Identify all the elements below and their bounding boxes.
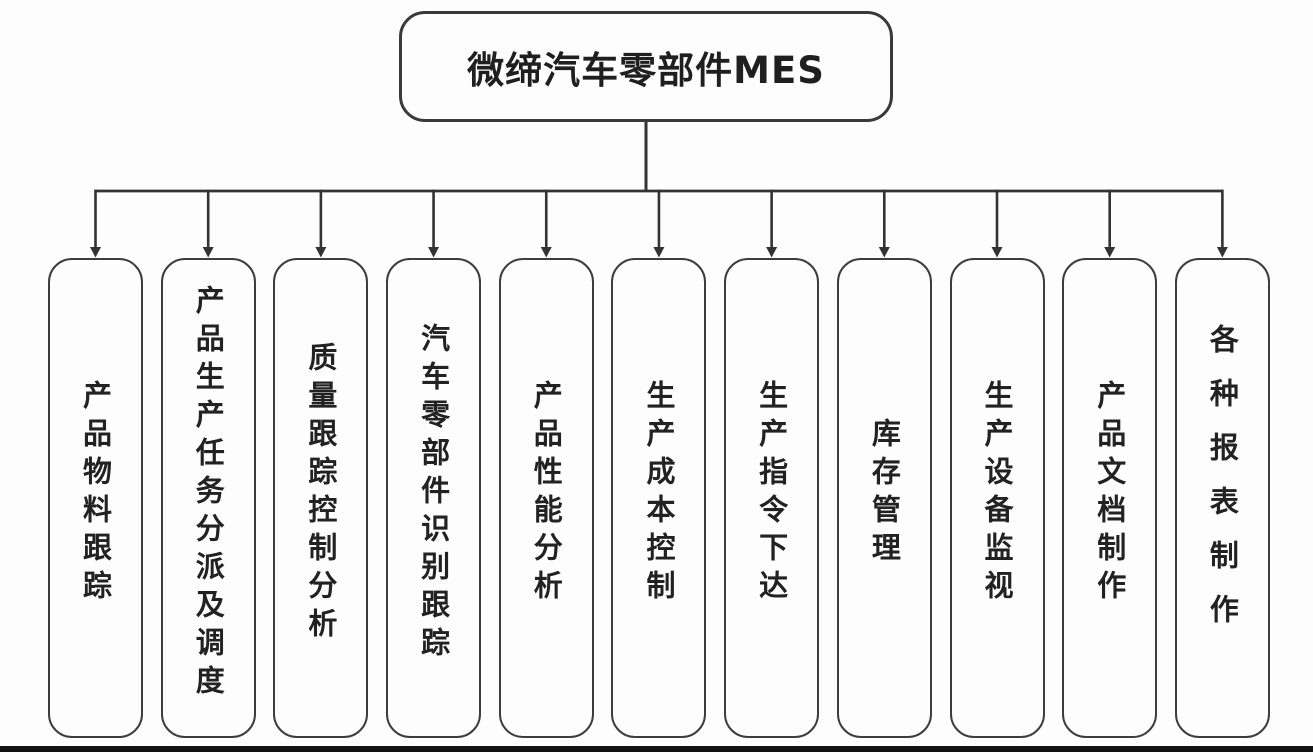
child-node-label: 各种报表制作 (1205, 324, 1240, 648)
child-node-inventory-management: 库存管理 (836, 258, 932, 738)
child-node-production-equipment-monitoring: 生产设备监视 (949, 258, 1045, 738)
root-node-label: 微缔汽车零部件MES (467, 48, 825, 92)
child-node-label: 库存管理 (867, 418, 902, 570)
child-node-label: 生产设备监视 (980, 380, 1014, 608)
bottom-border-line (0, 746, 1313, 752)
child-node-quality-tracking-control-analysis: 质量跟踪控制分析 (273, 258, 369, 738)
children-row: 产品物料跟踪 产品生产任务分派及调度 质量跟踪控制分析 汽车零部件识别跟踪 产品… (48, 258, 1270, 738)
child-node-label: 汽车零部件识别跟踪 (416, 323, 451, 665)
child-node-label: 产品生产任务分派及调度 (191, 285, 226, 703)
child-node-production-cost-control: 生产成本控制 (611, 258, 707, 738)
child-node-product-performance-analysis: 产品性能分析 (498, 258, 594, 738)
child-node-production-task-dispatch-scheduling: 产品生产任务分派及调度 (160, 258, 256, 738)
child-node-label: 产品文档制作 (1092, 380, 1127, 608)
child-node-auto-parts-identification-tracking: 汽车零部件识别跟踪 (386, 258, 482, 738)
child-node-product-document-creation: 产品文档制作 (1062, 258, 1158, 738)
child-node-label: 生产指令下达 (754, 380, 789, 608)
child-node-production-order-issuing: 生产指令下达 (724, 258, 820, 738)
child-node-label: 产品性能分析 (529, 380, 564, 608)
child-node-label: 生产成本控制 (641, 380, 676, 608)
child-node-product-material-tracking: 产品物料跟踪 (48, 258, 143, 738)
child-node-label: 产品物料跟踪 (78, 380, 113, 608)
child-node-label: 质量跟踪控制分析 (303, 342, 338, 646)
root-node-mes: 微缔汽车零部件MES (399, 11, 893, 122)
child-node-report-creation: 各种报表制作 (1174, 258, 1270, 738)
